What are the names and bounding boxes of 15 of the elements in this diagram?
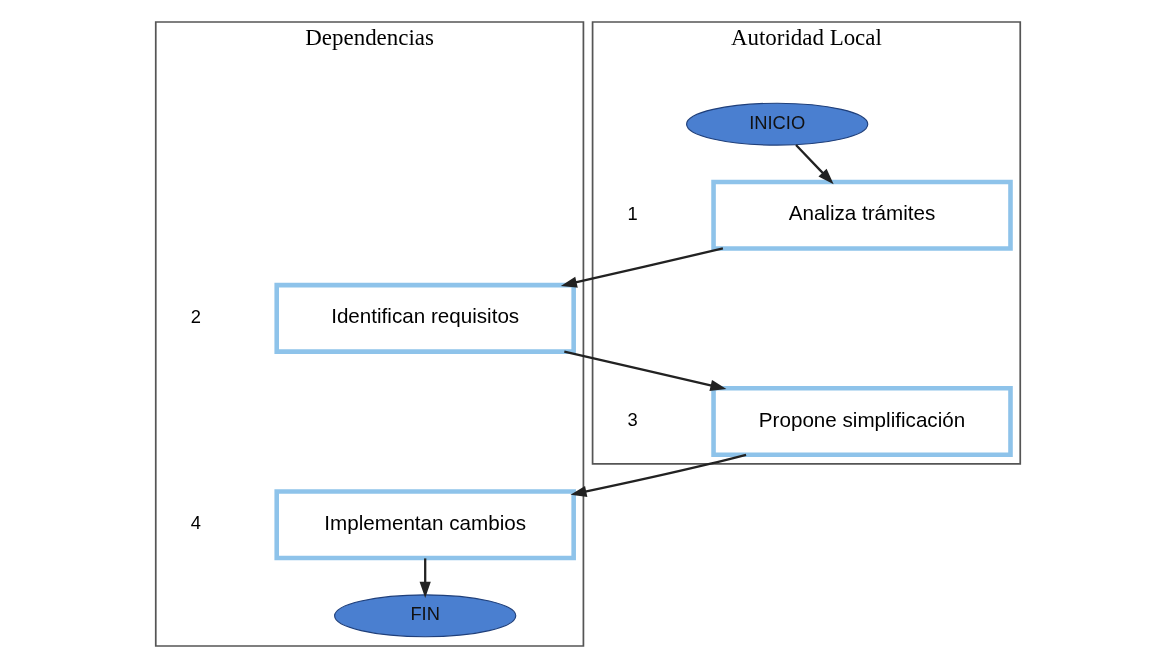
- label: 1: [627, 202, 638, 224]
- label: 2: [190, 305, 201, 327]
- arrow: [570, 453, 747, 498]
- node-ellipse: FIN: [334, 594, 517, 638]
- arrow: [419, 558, 431, 598]
- node-box: Implementan cambios: [274, 489, 576, 561]
- label: 3: [627, 408, 638, 430]
- node-box: Identifican requisitos: [274, 282, 576, 354]
- arrow: [560, 247, 724, 288]
- arrow: [795, 144, 834, 185]
- arrow: [564, 350, 727, 391]
- label: 4: [190, 512, 201, 534]
- node-ellipse: INICIO: [686, 102, 869, 146]
- node-box: Propone simplificación: [711, 386, 1013, 458]
- node-box: Analiza trámites: [711, 179, 1013, 251]
